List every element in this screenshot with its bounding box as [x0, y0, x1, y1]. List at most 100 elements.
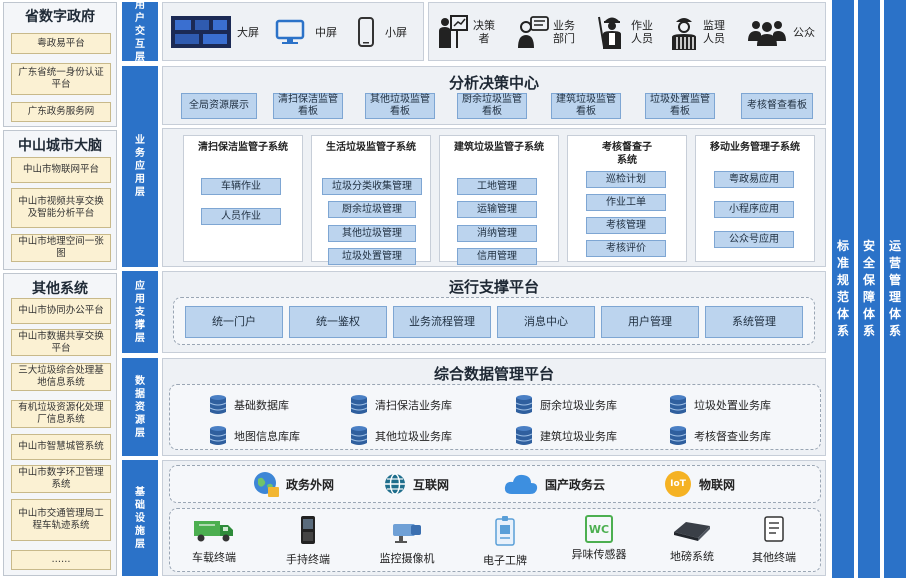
subsystem-item[interactable]: 小程序应用	[714, 201, 794, 218]
left-item[interactable]: ……	[11, 550, 111, 570]
group-title: 中山城市大脑	[18, 138, 102, 154]
database-item[interactable]: 厨余垃圾业务库	[514, 394, 617, 416]
subsystem-item[interactable]: 垃圾处置管理	[328, 248, 416, 265]
device-vehicle-terminal[interactable]: 车载终端	[182, 517, 246, 565]
subsystem-item[interactable]: 工地管理	[457, 178, 537, 195]
analysis-item[interactable]: 厨余垃圾监管看板	[457, 93, 527, 119]
subsystem-item[interactable]: 运输管理	[457, 201, 537, 218]
support-platform-panel: 运行支撑平台 统一门户 统一鉴权 业务流程管理 消息中心 用户管理 系统管理	[162, 271, 826, 353]
medium-screen[interactable]: 中屏	[275, 19, 337, 45]
role-label: 业务部门	[553, 19, 575, 45]
layer-data-resource: 数据资源层	[122, 358, 158, 456]
role-supervisor[interactable]: 监理人员	[669, 13, 729, 51]
device-handheld-terminal[interactable]: 手持终端	[276, 515, 340, 567]
badge-icon	[495, 516, 515, 546]
database-item[interactable]: 考核督查业务库	[668, 425, 771, 447]
layer-app-support: 应用支撑层	[122, 271, 158, 353]
role-label: 监理人员	[703, 19, 725, 45]
security-system-bar: 安全保障体系	[858, 0, 880, 578]
small-screen-label: 小屏	[385, 26, 407, 39]
device-weighbridge[interactable]: 地磅系统	[660, 518, 724, 564]
left-item[interactable]: 中山市物联网平台	[11, 157, 111, 183]
big-screen[interactable]: 大屏	[171, 16, 259, 48]
network-iot[interactable]: IoT 物联网	[665, 471, 735, 497]
subsystem-item[interactable]: 考核评价	[586, 240, 666, 257]
support-item[interactable]: 系统管理	[705, 306, 803, 338]
left-item[interactable]: 中山市地理空间一张图	[11, 234, 111, 262]
analysis-item[interactable]: 考核督查看板	[741, 93, 813, 119]
subsystem-title: 考核督查子系统	[602, 142, 652, 166]
support-item[interactable]: 用户管理	[601, 306, 699, 338]
database-label: 清扫保洁业务库	[375, 399, 452, 412]
left-item[interactable]: 中山市智慧城管系统	[11, 434, 111, 460]
left-item[interactable]: 中山市交通管理局工程车轨迹系统	[11, 499, 111, 541]
device-label: 异味传感器	[571, 548, 627, 561]
left-item[interactable]: 中山市数据共享交换平台	[11, 329, 111, 356]
subsystem-title: 清扫保洁监管子系统	[198, 142, 288, 153]
support-item[interactable]: 统一鉴权	[289, 306, 387, 338]
subsystem-item[interactable]: 车辆作业	[201, 178, 281, 195]
database-item[interactable]: 地图信息库库	[208, 425, 300, 447]
database-icon	[669, 395, 687, 414]
analysis-item[interactable]: 清扫保洁监管看板	[273, 93, 343, 119]
role-public[interactable]: 公众	[747, 17, 815, 47]
role-label: 作业人员	[631, 19, 653, 45]
database-item[interactable]: 基础数据库	[208, 394, 289, 416]
panel-title: 运行支撑平台	[448, 278, 539, 296]
screens-panel: 大屏 中屏 小屏	[162, 2, 424, 61]
analysis-item[interactable]: 其他垃圾监管看板	[365, 93, 435, 119]
device-label: 监控摄像机	[379, 552, 435, 565]
subsystem-item[interactable]: 考核管理	[586, 217, 666, 234]
left-item[interactable]: 广东政务服务网	[11, 102, 111, 122]
database-label: 其他垃圾业务库	[375, 430, 452, 443]
left-item[interactable]: 三大垃圾综合处理基地信息系统	[11, 363, 111, 391]
database-icon	[350, 426, 368, 445]
database-item[interactable]: 垃圾处置业务库	[668, 394, 771, 416]
device-badge[interactable]: 电子工牌	[470, 516, 540, 568]
subsystem-item[interactable]: 粤政易应用	[714, 171, 794, 188]
left-item[interactable]: 中山市协同办公平台	[11, 298, 111, 324]
role-business-dept[interactable]: 业务部门	[517, 15, 579, 49]
device-label: 车载终端	[192, 551, 236, 564]
left-item[interactable]: 广东省统一身份认证平台	[11, 63, 111, 95]
database-item[interactable]: 建筑垃圾业务库	[514, 425, 617, 447]
subsystem-item[interactable]: 巡检计划	[586, 171, 666, 188]
subsystem-item[interactable]: 垃圾分类收集管理	[322, 178, 422, 195]
device-odor-sensor[interactable]: WC 异味传感器	[562, 515, 636, 562]
database-item[interactable]: 其他垃圾业务库	[349, 425, 452, 447]
role-decision-maker[interactable]: 决策者	[437, 14, 497, 50]
analysis-item[interactable]: 全局资源展示	[181, 93, 257, 119]
big-screen-label: 大屏	[237, 26, 259, 39]
support-item[interactable]: 业务流程管理	[393, 306, 491, 338]
subsystem-item[interactable]: 公众号应用	[714, 231, 794, 248]
left-item[interactable]: 有机垃圾资源化处理厂信息系统	[11, 400, 111, 428]
subsystem-item[interactable]: 信用管理	[457, 248, 537, 265]
database-icon	[209, 395, 227, 414]
network-gov-extranet[interactable]: 政务外网	[252, 470, 334, 498]
role-worker[interactable]: 作业人员	[597, 13, 657, 51]
left-item[interactable]: 中山市数字环卫管理系统	[11, 465, 111, 493]
subsystem-item[interactable]: 厨余垃圾管理	[328, 201, 416, 218]
device-other[interactable]: 其他终端	[742, 515, 806, 565]
network-internet[interactable]: 互联网	[383, 472, 449, 496]
device-label: 地磅系统	[670, 550, 714, 563]
database-item[interactable]: 清扫保洁业务库	[349, 394, 452, 416]
device-label: 手持终端	[286, 553, 330, 566]
roles-panel: 决策者 业务部门 作业人员	[428, 2, 826, 61]
network-gov-cloud[interactable]: 国产政务云	[503, 472, 605, 496]
device-camera[interactable]: 监控摄像机	[372, 518, 442, 566]
device-dashed-area	[169, 508, 821, 572]
analysis-item[interactable]: 垃圾处置监管看板	[645, 93, 715, 119]
left-item[interactable]: 粤政易平台	[11, 33, 111, 54]
subsystem-item[interactable]: 作业工单	[586, 194, 666, 211]
subsystem-item[interactable]: 消纳管理	[457, 225, 537, 242]
analysis-item[interactable]: 建筑垃圾监管看板	[551, 93, 621, 119]
support-item[interactable]: 消息中心	[497, 306, 595, 338]
support-item[interactable]: 统一门户	[185, 306, 283, 338]
subsystem-item[interactable]: 其他垃圾管理	[328, 225, 416, 242]
group-other-systems: 其他系统 中山市协同办公平台 中山市数据共享交换平台 三大垃圾综合处理基地信息系…	[3, 273, 117, 576]
left-item[interactable]: 中山市视频共享交换及智能分析平台	[11, 188, 111, 228]
truck-icon	[194, 521, 233, 542]
subsystem-item[interactable]: 人员作业	[201, 208, 281, 225]
small-screen[interactable]: 小屏	[357, 17, 407, 47]
